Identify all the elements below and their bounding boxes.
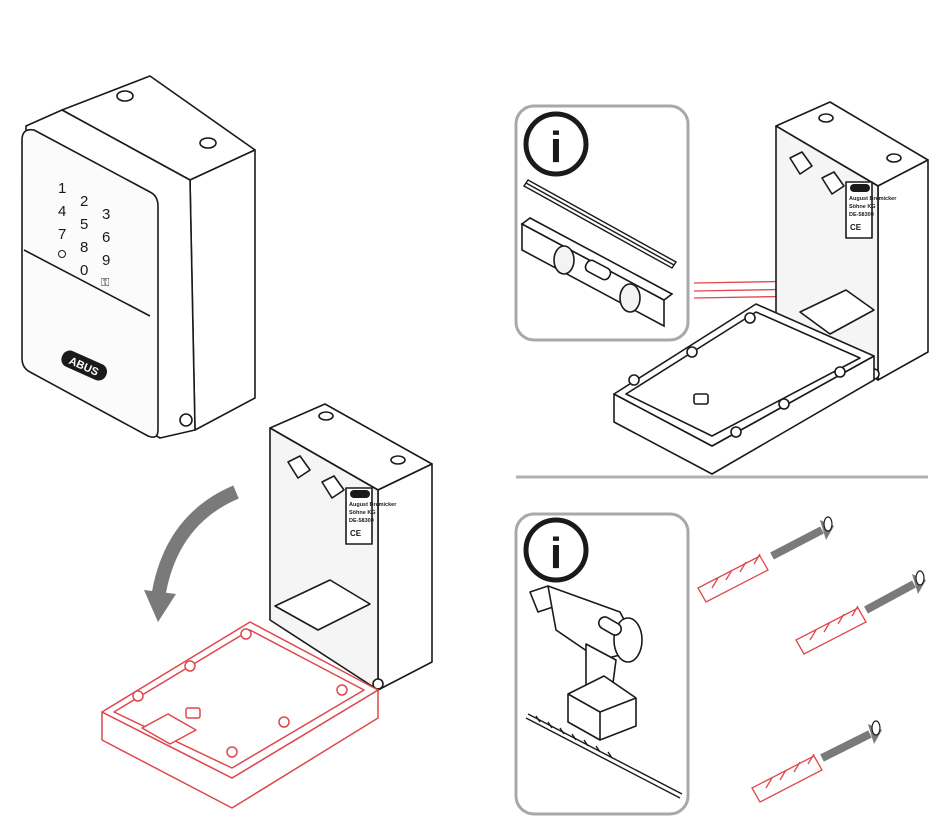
keypad-key: 1 xyxy=(58,180,66,197)
housing-right xyxy=(378,464,432,690)
info-icon-glyph: i xyxy=(550,529,562,578)
top-hole xyxy=(819,114,833,122)
lock-key-icon: ⚿ xyxy=(101,277,109,289)
door-hole xyxy=(185,661,195,671)
box-right-side xyxy=(190,150,255,430)
plug-and-screw-3 xyxy=(752,721,882,802)
plug-and-screw-1 xyxy=(698,517,834,602)
keypad-key: 2 xyxy=(80,193,88,210)
keypad-key: 0 xyxy=(80,262,88,279)
door-hole xyxy=(779,399,789,409)
keypad-key: 8 xyxy=(80,239,88,256)
plug-and-screw-2 xyxy=(796,571,926,654)
wall-plug-icon xyxy=(752,754,822,802)
label-line: Söhne KG xyxy=(849,204,876,210)
door-hole xyxy=(687,347,697,357)
door-hole xyxy=(337,685,347,695)
rotate-arrow-icon xyxy=(144,492,236,622)
door-hole xyxy=(629,375,639,385)
hinge-pin xyxy=(180,414,192,426)
top-hole xyxy=(117,91,133,101)
keypad-key: 5 xyxy=(80,216,88,233)
label-line: Söhne KG xyxy=(349,510,376,516)
keypad-key: 4 xyxy=(58,203,66,220)
label-line: August Bremicker xyxy=(349,502,397,508)
top-hole xyxy=(319,412,333,420)
door-hole xyxy=(133,691,143,701)
screw-icon xyxy=(866,584,914,610)
label-ce: CE xyxy=(850,223,862,232)
door-hole xyxy=(279,717,289,727)
door-latch xyxy=(694,394,708,404)
wall-plug-icon xyxy=(796,606,866,654)
label-line: DE-58300 xyxy=(349,518,374,524)
top-hole xyxy=(887,154,901,162)
door-hole xyxy=(835,367,845,377)
wall-plug-icon xyxy=(698,554,768,602)
door-hole xyxy=(227,747,237,757)
top-hole xyxy=(391,456,405,464)
door-hole xyxy=(241,629,251,639)
closed-key-box xyxy=(22,76,255,438)
door-latch xyxy=(186,708,200,718)
info-panel-level: i xyxy=(516,106,688,340)
label-logo xyxy=(350,490,370,498)
keypad-key: 3 xyxy=(102,206,110,223)
label-ce: CE xyxy=(350,529,362,538)
screw-icon xyxy=(822,734,870,758)
keypad-key: 9 xyxy=(102,252,110,269)
label-line: DE-58300 xyxy=(849,212,874,218)
keypad-key: 6 xyxy=(102,229,110,246)
keypad-key: 7 xyxy=(58,226,66,243)
screw-icon xyxy=(772,530,822,556)
top-hole xyxy=(200,138,216,148)
housing-right xyxy=(878,160,928,380)
door-hole xyxy=(731,427,741,437)
door-hole xyxy=(745,313,755,323)
info-icon-glyph: i xyxy=(550,123,562,172)
info-panel-drill: i xyxy=(516,514,688,814)
label-line: August Bremicker xyxy=(849,196,897,202)
